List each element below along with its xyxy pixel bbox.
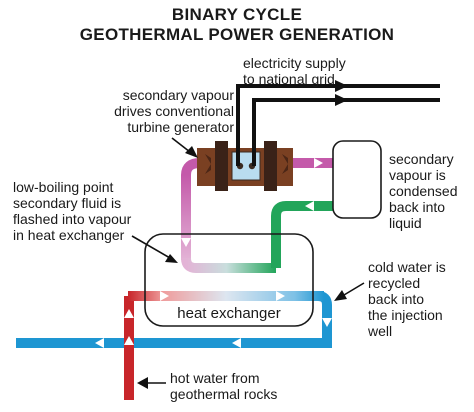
heat-exchanger (144, 233, 314, 327)
svg-text:vapour is: vapour is (389, 167, 446, 183)
label-turbine: secondary vapour drives conventional tur… (114, 87, 234, 135)
arrow-icon (305, 201, 314, 211)
vapour-pipe-vertical (181, 175, 191, 260)
label-electricity-supply: electricity supply to national grid (243, 55, 346, 87)
svg-text:liquid: liquid (389, 215, 422, 231)
diagram-title: BINARY CYCLE GEOTHERMAL POWER GENERATION (80, 5, 394, 44)
svg-text:secondary vapour: secondary vapour (123, 87, 235, 103)
svg-text:secondary: secondary (389, 151, 454, 167)
label-condensed: secondary vapour is condensed back into … (389, 151, 458, 231)
svg-text:geothermal rocks: geothermal rocks (170, 386, 277, 402)
arrow-icon (124, 309, 134, 318)
arrow-icon (181, 238, 191, 247)
water-channel (128, 291, 324, 301)
svg-text:drives conventional: drives conventional (114, 103, 234, 119)
arrow-icon (322, 318, 332, 327)
svg-text:to national grid: to national grid (243, 71, 335, 87)
turbine-blade-icon (205, 154, 211, 174)
hot-water-pipe (124, 296, 134, 400)
svg-text:turbine generator: turbine generator (127, 119, 234, 135)
svg-text:electricity supply: electricity supply (243, 55, 346, 71)
svg-text:the injection: the injection (368, 307, 443, 323)
title-line-1: BINARY CYCLE (172, 5, 302, 24)
flash-pointer (131, 235, 178, 263)
hot-water-pointer (137, 377, 166, 389)
turbine-generator (197, 141, 293, 191)
cold-water-pipe (16, 291, 332, 348)
svg-text:hot water from: hot water from (170, 370, 259, 386)
condensate-pipe (271, 201, 335, 268)
svg-text:secondary fluid is: secondary fluid is (13, 195, 121, 211)
svg-text:back into: back into (368, 291, 424, 307)
arrow-icon (124, 336, 134, 345)
heat-exchanger-label: heat exchanger (177, 305, 280, 322)
condenser (332, 140, 382, 219)
cold-water-pointer (334, 282, 365, 301)
arrow-icon (232, 338, 241, 348)
arrow-icon (314, 158, 323, 168)
he-fluid-channel (181, 257, 276, 273)
arrow-icon (95, 338, 104, 348)
svg-text:back into: back into (389, 199, 445, 215)
svg-text:well: well (367, 323, 392, 339)
svg-text:condensed: condensed (389, 183, 458, 199)
title-line-2: GEOTHERMAL POWER GENERATION (80, 25, 394, 44)
label-cold-water: cold water is recycled back into the inj… (367, 259, 446, 339)
flow-arrow-icons (95, 158, 332, 348)
svg-text:flashed into vapour: flashed into vapour (13, 211, 132, 227)
svg-text:in heat exchanger: in heat exchanger (13, 227, 125, 243)
arrow-icon (160, 291, 169, 301)
power-lines (236, 84, 440, 166)
label-hot-water: hot water from geothermal rocks (170, 370, 277, 402)
arrow-icon (276, 291, 285, 301)
label-flash: low-boiling point secondary fluid is fla… (13, 179, 132, 243)
svg-text:recycled: recycled (368, 275, 420, 291)
svg-text:cold water is: cold water is (368, 259, 446, 275)
power-line-arrows (335, 80, 348, 106)
turbine-pointer (171, 137, 198, 158)
svg-text:low-boiling point: low-boiling point (13, 179, 114, 195)
